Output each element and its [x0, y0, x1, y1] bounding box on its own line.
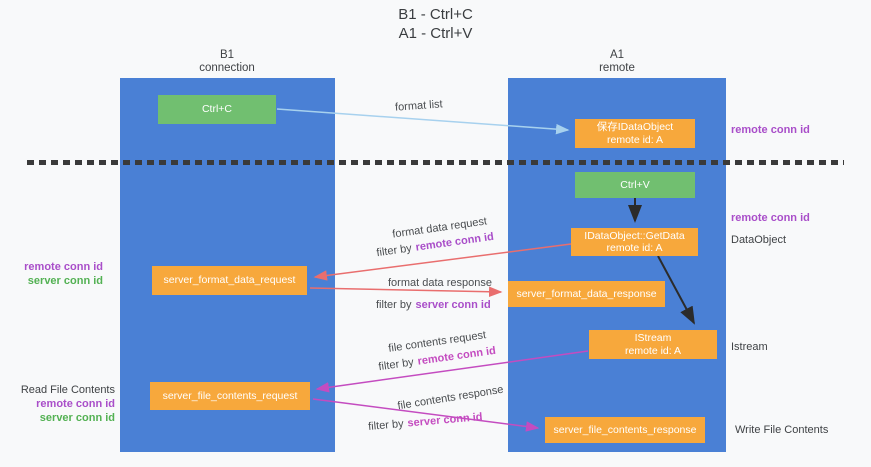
filter-prefix: filter by	[367, 417, 405, 433]
node-save-idataobject-line2: remote id: A	[606, 133, 664, 146]
label-server-conn-id-left-2: server conn id	[39, 412, 115, 424]
filter-prefix: filter by	[376, 299, 412, 311]
node-file-response-label: server_file_contents_response	[553, 423, 697, 436]
label-remote-conn-id-top-right: remote conn id	[731, 124, 810, 136]
filter-highlight-server-conn-id: server conn id	[407, 411, 483, 430]
filter-prefix: filter by	[377, 356, 415, 374]
lane-a1-name: A1	[609, 49, 625, 61]
node-istream-line2: remote id: A	[624, 344, 682, 357]
label-read-file-contents: Read File Contents	[20, 384, 115, 396]
node-istream-line1: IStream	[634, 332, 672, 344]
node-format-request-label: server_format_data_request	[163, 274, 296, 287]
node-idataobject-getdata: IDataObject::GetData remote id: A	[571, 228, 698, 256]
filter-highlight-server-conn-id: server conn id	[415, 299, 491, 311]
label-remote-conn-id-left-1: remote conn id	[24, 261, 103, 273]
filter-prefix: filter by	[375, 242, 413, 260]
label-dataobject: DataObject	[731, 234, 787, 246]
label-server-conn-id-left-1: server conn id	[27, 275, 103, 287]
lane-a1-subtitle: remote	[599, 62, 635, 74]
node-server-file-contents-request: server_file_contents_request	[150, 382, 310, 410]
lane-header-a1: A1 remote	[560, 49, 674, 75]
node-server-format-data-request: server_format_data_request	[152, 266, 307, 295]
lane-header-b1: B1 connection	[170, 49, 284, 75]
label-remote-conn-id-left-2: remote conn id	[36, 398, 115, 410]
lane-b1-name: B1	[219, 49, 235, 61]
node-file-request-label: server_file_contents_request	[162, 389, 298, 402]
lane-b1-subtitle: connection	[199, 62, 255, 74]
diagram-title: B1 - Ctrl+C A1 - Ctrl+V	[0, 5, 871, 43]
node-save-idataobject: 保存IDataObject remote id: A	[575, 119, 695, 148]
session-divider-line	[27, 160, 844, 165]
label-write-file-contents: Write File Contents	[735, 424, 829, 436]
label-conn-ids-format: remote conn id server conn id	[24, 260, 103, 288]
node-ctrl-v: Ctrl+V	[575, 172, 695, 198]
node-istream: IStream remote id: A	[589, 330, 717, 359]
title-line-a1: A1 - Ctrl+V	[398, 25, 473, 42]
label-format-list: format list	[394, 98, 444, 114]
node-ctrl-v-label: Ctrl+V	[620, 178, 650, 191]
label-remote-conn-id-mid-right: remote conn id	[731, 212, 810, 224]
node-getdata-line2: remote id: A	[606, 242, 663, 254]
node-server-file-contents-response: server_file_contents_response	[545, 417, 705, 443]
node-getdata-line1: IDataObject::GetData	[584, 229, 685, 242]
node-ctrl-c-label: Ctrl+C	[201, 103, 233, 116]
label-conn-ids-file: remote conn id server conn id	[36, 397, 115, 425]
node-save-idataobject-line1: 保存IDataObject	[596, 121, 674, 133]
label-istream: Istream	[731, 341, 768, 353]
label-file-contents-response: file contents response	[396, 383, 505, 413]
node-ctrl-c: Ctrl+C	[158, 95, 276, 124]
node-format-response-label: server_format_data_response	[516, 287, 657, 300]
node-server-format-data-response: server_format_data_response	[508, 281, 665, 307]
title-line-b1: B1 - Ctrl+C	[398, 6, 473, 23]
label-format-data-response: format data response	[388, 277, 492, 289]
